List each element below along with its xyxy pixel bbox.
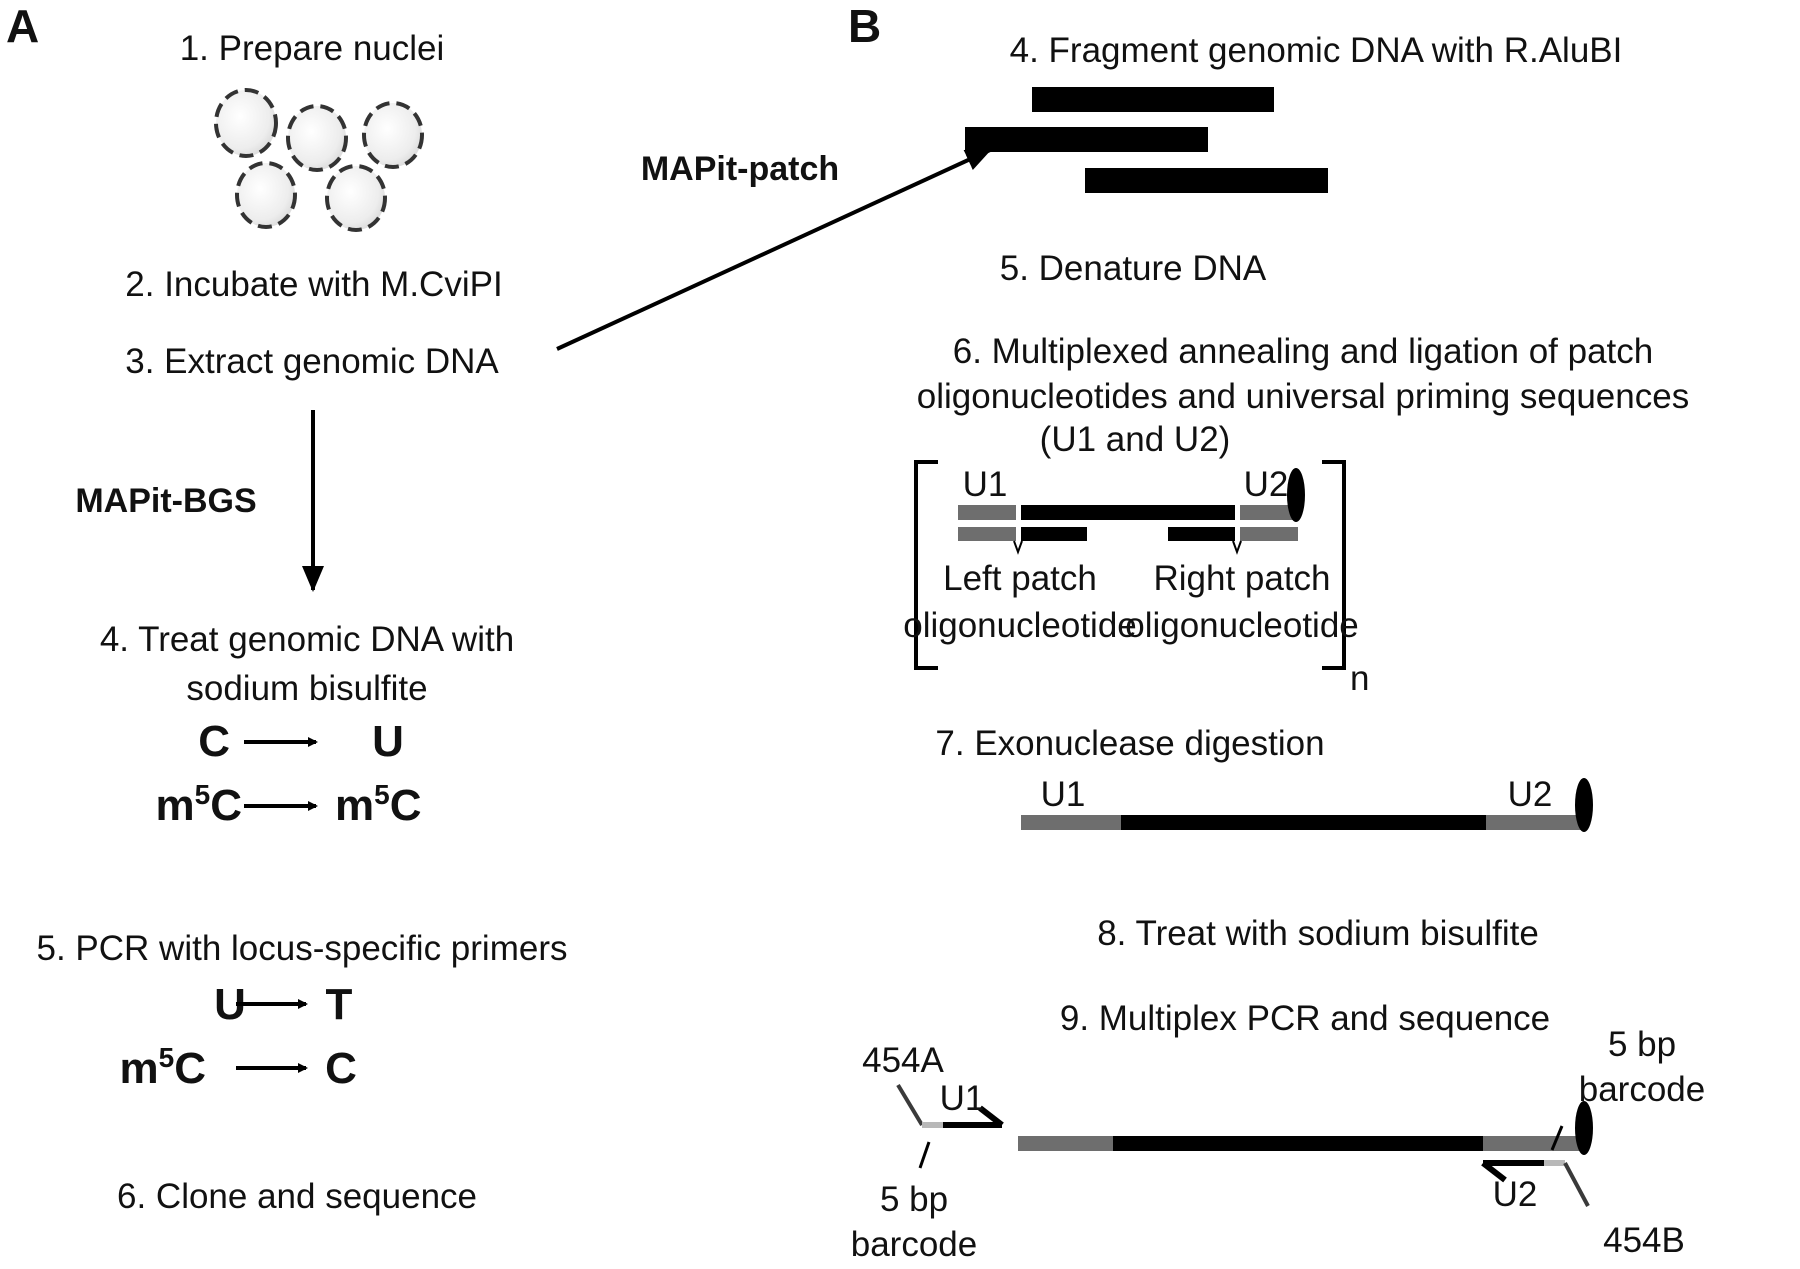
adapter-454b-line [1563,1162,1590,1207]
step-b6-line3: (U1 and U2) [1040,420,1231,459]
barcode-left-pointer [918,1141,931,1169]
u2-segment [1486,815,1581,830]
base-to: m5C [335,779,421,830]
u2-label: U2 [1244,465,1289,504]
right-bracket [1322,460,1346,670]
step-b8: 8. Treat with sodium bisulfite [1097,914,1539,953]
step-b7: 7. Exonuclease digestion [935,724,1324,763]
base-from: m5C [156,779,242,830]
left-patch-black [1021,527,1087,541]
blocking-cap-icon [1575,778,1593,832]
adapter-454b-label: 454B [1603,1221,1685,1260]
u1-segment [1018,1136,1113,1151]
step-b5: 5. Denature DNA [1000,249,1267,288]
adapter-454a-line [896,1083,924,1127]
step-a5: 5. PCR with locus-specific primers [37,929,568,968]
conversion-m5c-to-m5c: m5C m5C [156,779,422,830]
repeat-n: n [1350,659,1369,698]
u1-label: U1 [963,465,1008,504]
nucleus-icon [286,104,348,172]
step-a6: 6. Clone and sequence [117,1177,477,1216]
conversion-c-to-u: C U [198,717,404,766]
step-a1: 1. Prepare nuclei [180,29,445,68]
dna-fragment [1032,87,1274,112]
u2-segment [1483,1136,1581,1151]
step-a2: 2. Incubate with M.CviPI [125,265,502,304]
right-patch-grey [1240,527,1298,541]
step-b6-line1: 6. Multiplexed annealing and ligation of… [953,332,1654,371]
u1-top-segment [958,505,1016,520]
step-a3: 3. Extract genomic DNA [125,342,499,381]
step-a4-line1: 4. Treat genomic DNA with [100,620,514,659]
base-to: U [372,717,404,766]
blocking-cap-icon [1575,1101,1593,1155]
dna-fragment [965,127,1208,152]
u2-label: U2 [1493,1175,1538,1214]
left-bracket [914,460,938,670]
method-label-bgs: MAPit-BGS [75,482,256,520]
barcode-left-label-2: barcode [851,1225,977,1264]
pcr-construct: 454A U1 5 bp barcode U2 5 bp barcode 454… [851,1025,1705,1264]
dna-fragments [965,87,1328,193]
primer-arrowhead-icon [1481,1160,1507,1183]
base-to: C [325,1044,357,1093]
step-b9: 9. Multiplex PCR and sequence [1060,999,1550,1038]
step-b4: 4. Fragment genomic DNA with R.AluBI [1010,31,1623,70]
barcode-right-label-1: 5 bp [1608,1025,1676,1064]
conversion-u-to-t: U T [214,980,352,1029]
u2-top-segment [1240,505,1298,520]
barcode-right-label-2: barcode [1579,1070,1705,1109]
method-label-patch: MAPit-patch [641,150,839,188]
nuclei-cluster [214,88,424,232]
arrow-to-panel-b-icon [556,148,992,351]
right-patch-label-2: oligonucleotide [1125,606,1359,645]
base-from: C [198,717,230,766]
nucleus-icon [214,88,278,158]
exonuclease-construct: U1 U2 [1021,775,1593,832]
adapter-454a-label: 454A [862,1041,944,1080]
left-patch-grey [958,527,1016,541]
u1-label: U1 [940,1079,985,1118]
u1-segment [1021,815,1121,830]
base-from: m5C [120,1042,206,1093]
ligation-construct: n U1 U2 Left patch oligonucleotide Right… [903,460,1369,698]
genomic-segment [1113,1136,1483,1151]
conversion-m5c-to-c: m5C C [120,1042,357,1093]
nucleus-icon [235,161,297,229]
blocking-cap-icon [1287,468,1305,522]
right-patch-label-1: Right patch [1153,559,1330,598]
u2-label: U2 [1508,775,1553,814]
step-a4-line2: sodium bisulfite [186,669,427,708]
right-patch-black [1168,527,1235,541]
barcode-left-label-1: 5 bp [880,1180,948,1219]
base-to: T [326,980,353,1029]
primer-arrowhead-icon [978,1105,1004,1128]
left-patch-label-1: Left patch [943,559,1097,598]
dna-fragment [1085,168,1328,193]
panel-label-a: A [6,0,39,52]
ligation-nick-icon [1013,540,1023,555]
step-b6-line2: oligonucleotides and universal priming s… [917,377,1689,416]
nucleus-icon [325,164,387,232]
u1-label: U1 [1041,775,1086,814]
genomic-top-strand [1021,505,1235,520]
panel-label-b: B [848,0,881,52]
barcode-right-pointer [1550,1125,1564,1151]
nucleus-icon [362,101,424,169]
left-patch-label-2: oligonucleotide [903,606,1137,645]
genomic-segment [1121,815,1486,830]
ligation-nick-icon [1232,540,1242,555]
